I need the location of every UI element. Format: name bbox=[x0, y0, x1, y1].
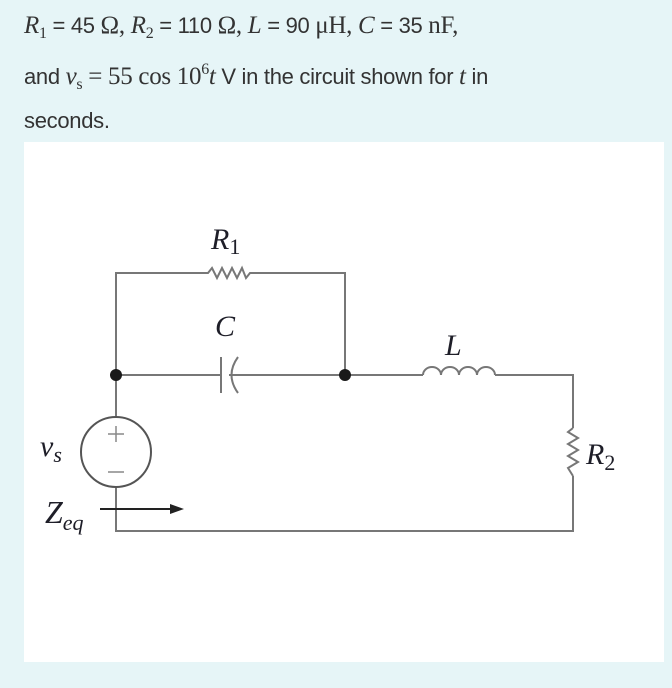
r2-symbol: R bbox=[130, 12, 146, 39]
c-symbol: C bbox=[358, 12, 375, 39]
ohm-unit: Ω bbox=[217, 12, 237, 39]
r1-symbol: R bbox=[24, 12, 39, 39]
vs-exponent: 6 bbox=[201, 61, 209, 78]
zeq-arrow-head bbox=[170, 504, 184, 514]
label-r2: R2 bbox=[585, 438, 615, 475]
r1-subscript: 1 bbox=[38, 25, 47, 42]
t-symbol: t bbox=[459, 63, 466, 90]
vs-subscript: s bbox=[76, 76, 83, 93]
wire-top bbox=[115, 265, 346, 375]
vs-unit-text: V in the circuit shown for bbox=[215, 64, 460, 89]
r2-subscript: 2 bbox=[145, 25, 154, 42]
label-vs: vs bbox=[40, 430, 62, 467]
resistor-r2 bbox=[566, 427, 580, 477]
vs-symbol: v bbox=[65, 63, 77, 90]
l-value: = 90 bbox=[261, 13, 316, 38]
problem-line-2: and vs = 55 cos 106t V in the circuit sh… bbox=[24, 52, 664, 103]
label-l: L bbox=[444, 329, 462, 362]
l-symbol: L bbox=[247, 12, 262, 39]
circuit-diagram: R1 C L R2 vs Zeq bbox=[40, 223, 615, 535]
problem-line-1: R1 = 45 Ω, R2 = 110 Ω, L = 90 μH, C = 35… bbox=[24, 8, 664, 52]
vs-expression: = 55 cos 10 bbox=[82, 63, 202, 90]
label-zeq: Zeq bbox=[45, 494, 84, 535]
node-left bbox=[110, 369, 122, 381]
wire-right bbox=[495, 374, 574, 428]
separator: , bbox=[118, 12, 131, 39]
ohm-unit: Ω bbox=[100, 12, 120, 39]
tail-text: in bbox=[465, 64, 489, 89]
c-unit: nF bbox=[428, 12, 453, 39]
r1-value: = 45 bbox=[46, 13, 101, 38]
and-text: and bbox=[24, 64, 66, 89]
vs-t-symbol: t bbox=[208, 63, 216, 90]
voltage-source bbox=[80, 416, 152, 488]
node-right bbox=[339, 369, 351, 381]
separator: , bbox=[346, 12, 359, 39]
problem-statement: R1 = 45 Ω, R2 = 110 Ω, L = 90 μH, C = 35… bbox=[24, 8, 664, 139]
separator: , bbox=[452, 12, 459, 39]
c-value: = 35 bbox=[374, 13, 429, 38]
wire-bottom bbox=[115, 476, 574, 532]
r2-value: = 110 bbox=[153, 13, 218, 38]
label-c: C bbox=[215, 310, 236, 343]
label-r1: R1 bbox=[210, 223, 240, 259]
l-unit: μH bbox=[315, 12, 347, 39]
problem-line-3: seconds. bbox=[24, 108, 110, 133]
inductor-coil bbox=[422, 366, 496, 376]
separator: , bbox=[235, 12, 248, 39]
circuit-panel: R1 C L R2 vs Zeq bbox=[24, 142, 664, 662]
